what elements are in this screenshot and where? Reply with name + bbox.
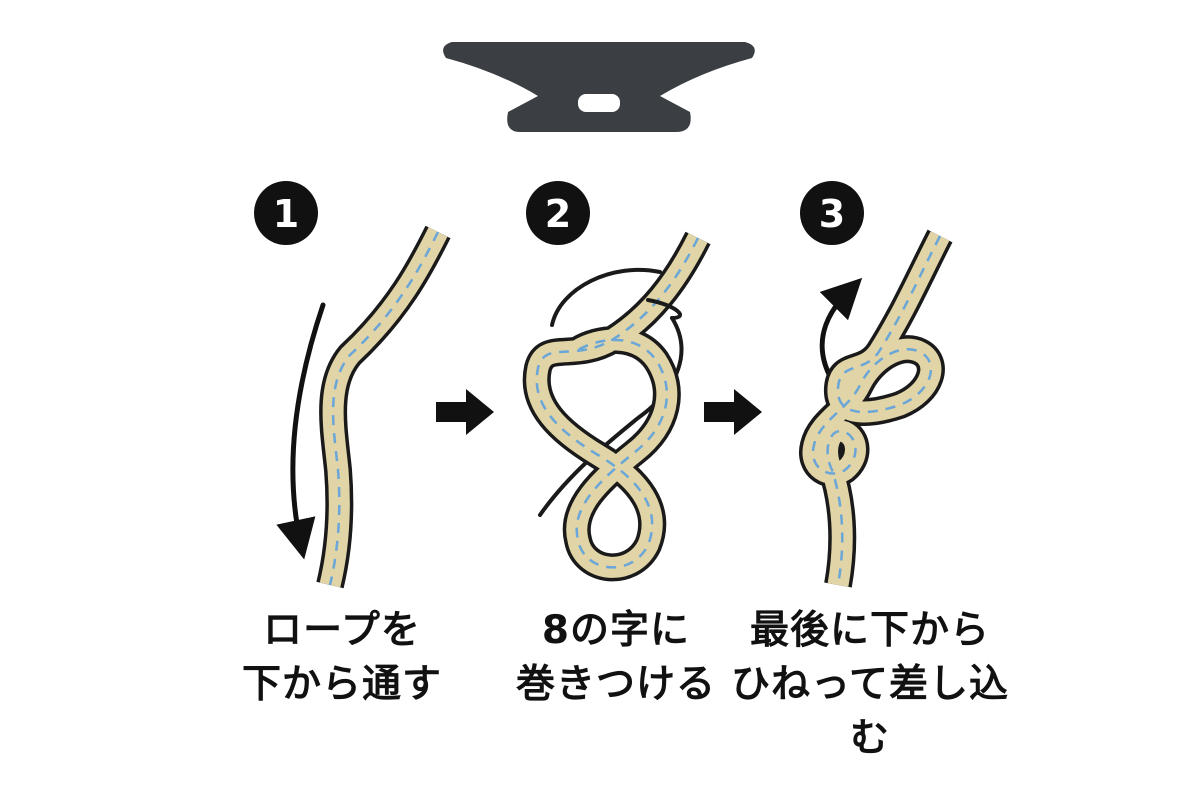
caption-line: 8の字に — [541, 608, 691, 653]
cleat-line — [550, 267, 662, 327]
step-badge-1: 1 — [254, 181, 318, 245]
step-3-illustration — [799, 229, 953, 588]
caption-line: 下から通す — [241, 662, 442, 707]
caption-line: 最後に下から — [749, 608, 990, 653]
cleat-hole — [578, 94, 620, 112]
step-1-illustration — [276, 225, 451, 589]
step-3-caption: 最後に下から ひねって差し込 む — [720, 604, 1020, 766]
arrow-right-icon — [704, 389, 762, 435]
step-badge-2: 2 — [526, 181, 590, 245]
step-number-3: 3 — [819, 192, 845, 236]
step-2-caption: 8の字に 巻きつける — [466, 604, 766, 712]
curved-arrow-icon — [819, 277, 863, 383]
cleat-line — [538, 316, 684, 517]
rope — [522, 231, 711, 582]
rope-stitch — [328, 231, 440, 586]
cleat-body — [443, 42, 755, 132]
cleat-icon — [443, 42, 755, 132]
step-badge-3: 3 — [800, 181, 864, 245]
cleat-line — [646, 298, 682, 320]
step-2-illustration — [522, 231, 711, 582]
caption-line: 巻きつける — [515, 662, 716, 707]
rope — [799, 229, 953, 588]
step-1-caption: ロープを 下から通す — [192, 604, 492, 712]
caption-line: ひねって差し込 — [730, 662, 1010, 707]
down-arrow-icon — [276, 302, 326, 560]
step-number-1: 1 — [273, 192, 299, 236]
rope-stitch — [535, 237, 700, 569]
rope — [316, 225, 451, 589]
rope-stitch — [811, 235, 942, 586]
step-number-2: 2 — [545, 192, 571, 236]
arrow-right-icon — [436, 389, 494, 435]
caption-line: ロープを — [263, 608, 421, 653]
caption-line: む — [849, 716, 890, 761]
rope-body — [526, 233, 708, 578]
